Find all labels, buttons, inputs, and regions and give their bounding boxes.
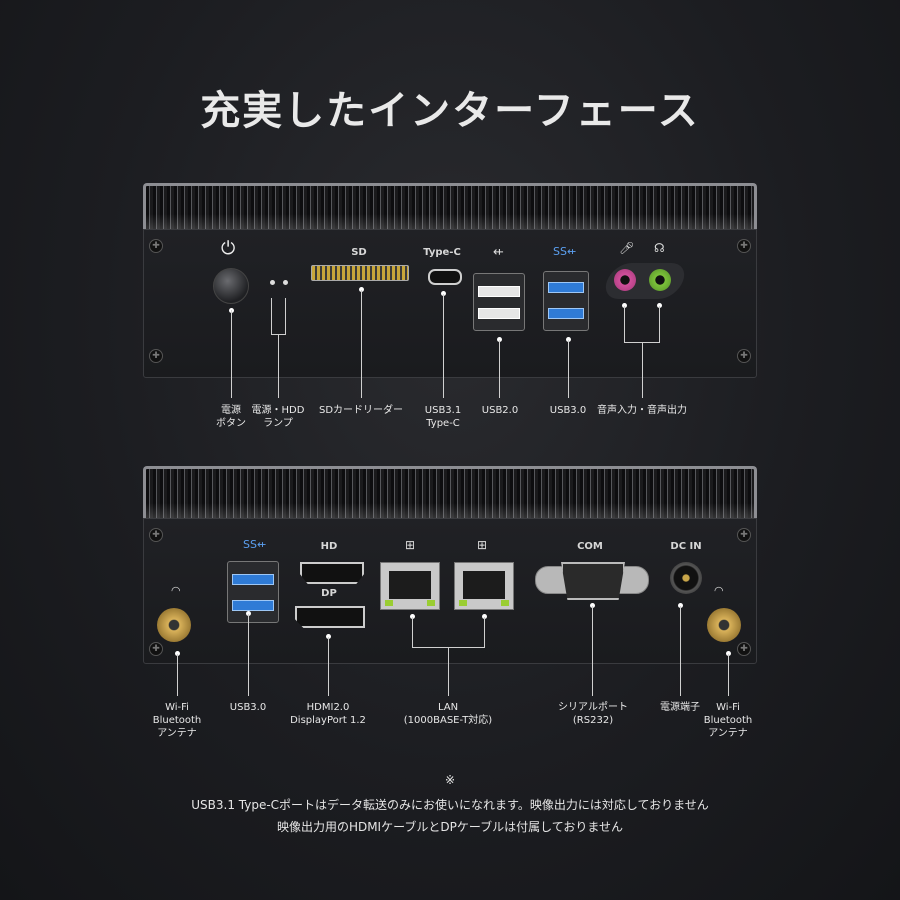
screw-icon: ✚: [737, 349, 751, 363]
screw-icon: ✚: [737, 239, 751, 253]
label-serial: シリアルポート (RS232): [558, 702, 628, 726]
wifi-antenna-connector-left[interactable]: [157, 608, 191, 642]
callout-line: [248, 614, 249, 696]
lan-port-1[interactable]: [380, 562, 440, 610]
callout-line: [728, 654, 729, 696]
lan-port-2[interactable]: [454, 562, 514, 610]
displayport-port[interactable]: [295, 606, 365, 628]
screw-icon: ✚: [149, 528, 163, 542]
hd-port-label: HD: [320, 541, 338, 552]
label-wifi-right: Wi-Fi Bluetooth アンテナ: [703, 702, 753, 739]
usb30-rear-port-pair[interactable]: [227, 561, 279, 623]
typec-port[interactable]: [428, 269, 462, 285]
callout-line: [624, 306, 625, 342]
callout-dot: [622, 303, 627, 308]
dcin-port-label: DC IN: [670, 541, 702, 552]
wifi-antenna-connector-right[interactable]: [707, 608, 741, 642]
label-audio: 音声入力・音声出力: [597, 405, 687, 416]
headphone-jack[interactable]: [649, 269, 671, 291]
usb-ss-icon: SS⇷: [553, 245, 577, 258]
label-power-button: 電源 ボタン: [216, 405, 246, 429]
front-panel: [143, 229, 757, 378]
screw-icon: ✚: [737, 528, 751, 542]
callout-dot: [590, 603, 595, 608]
callout-line: [499, 340, 500, 398]
usb20-port-pair[interactable]: [473, 273, 525, 331]
label-lamp: 電源・HDD ランプ: [251, 405, 305, 429]
callout-line: [231, 310, 232, 398]
power-icon: ⏻: [221, 238, 236, 259]
callout-dot: [441, 291, 446, 296]
usb-icon: ⇷: [493, 245, 504, 260]
lan-icon: ⊞: [477, 538, 488, 552]
note-line-2: 映像出力用のHDMIケーブルとDPケーブルは付属しておりません: [276, 820, 624, 834]
callout-line: [271, 298, 272, 334]
label-usb20: USB2.0: [481, 405, 519, 416]
usb30-port-pair[interactable]: [543, 271, 589, 331]
callout-dot: [410, 614, 415, 619]
hdmi-port[interactable]: [300, 562, 364, 584]
typec-port-label: Type-C: [423, 247, 461, 258]
callout-dot: [175, 651, 180, 656]
label-usb31: USB3.1 Type-C: [424, 405, 462, 429]
power-button[interactable]: [213, 268, 249, 304]
callout-line: [412, 617, 413, 647]
callout-line: [484, 617, 485, 647]
callout-line: [278, 334, 279, 398]
callout-dot: [326, 634, 331, 639]
callout-line: [361, 290, 362, 398]
label-sd-reader: SDカードリーダー: [318, 405, 404, 416]
callout-line: [642, 342, 643, 398]
lan-icon: ⊞: [405, 538, 416, 552]
callout-line: [285, 298, 286, 334]
front-heatsink-fins: [143, 183, 757, 232]
serial-port[interactable]: [561, 562, 625, 600]
label-usb30-front: USB3.0: [549, 405, 587, 416]
callout-line: [680, 606, 681, 696]
callout-line: [443, 294, 444, 398]
sd-card-slot[interactable]: [311, 265, 409, 281]
front-device: ✚ ✚ ✚ ✚ ⏻ SD Type-C ⇷ SS⇷ 🎤︎ ☊: [143, 183, 757, 378]
callout-line: [328, 637, 329, 696]
callout-dot: [678, 603, 683, 608]
callout-dot: [359, 287, 364, 292]
callout-line: [177, 654, 178, 696]
callout-dot: [497, 337, 502, 342]
callout-dot: [482, 614, 487, 619]
dp-port-label: DP: [321, 588, 337, 599]
rear-device: ✚ ✚ ✚ ✚ ◠ SS⇷ HD DP ⊞ ⊞ COM DC IN ◠: [143, 466, 757, 664]
page-title: 充実したインターフェース: [200, 88, 700, 134]
label-usb30-rear: USB3.0: [229, 702, 267, 713]
usb-ss-icon: SS⇷: [243, 538, 267, 551]
callout-line: [592, 606, 593, 696]
label-hdmi-dp: HDMI2.0 DisplayPort 1.2: [290, 702, 366, 726]
sd-port-label: SD: [351, 247, 367, 258]
label-wifi-left: Wi-Fi Bluetooth アンテナ: [152, 702, 202, 739]
screw-icon: ✚: [149, 642, 163, 656]
callout-line: [659, 306, 660, 342]
callout-dot: [246, 611, 251, 616]
mic-icon: 🎤︎: [619, 241, 635, 255]
note-mark: ※: [444, 773, 456, 787]
callout-line: [448, 647, 449, 696]
wifi-icon: ◠: [171, 584, 181, 597]
callout-dot: [566, 337, 571, 342]
dc-in-jack[interactable]: [670, 562, 702, 594]
rear-heatsink-fins: [143, 466, 757, 521]
mic-jack[interactable]: [614, 269, 636, 291]
headphone-icon: ☊: [654, 241, 665, 255]
callout-dot: [657, 303, 662, 308]
note-line-1: USB3.1 Type-Cポートはデータ転送のみにお使いになれます。映像出力には…: [191, 798, 709, 812]
screw-icon: ✚: [149, 349, 163, 363]
callout-dot: [726, 651, 731, 656]
screw-icon: ✚: [737, 642, 751, 656]
label-lan: LAN (1000BASE-T対応): [403, 702, 493, 726]
label-dc: 電源端子: [660, 702, 700, 713]
power-led: [270, 280, 275, 285]
screw-icon: ✚: [149, 239, 163, 253]
callout-line: [568, 340, 569, 398]
hdd-led: [283, 280, 288, 285]
com-port-label: COM: [577, 541, 603, 552]
wifi-icon: ◠: [714, 584, 724, 597]
